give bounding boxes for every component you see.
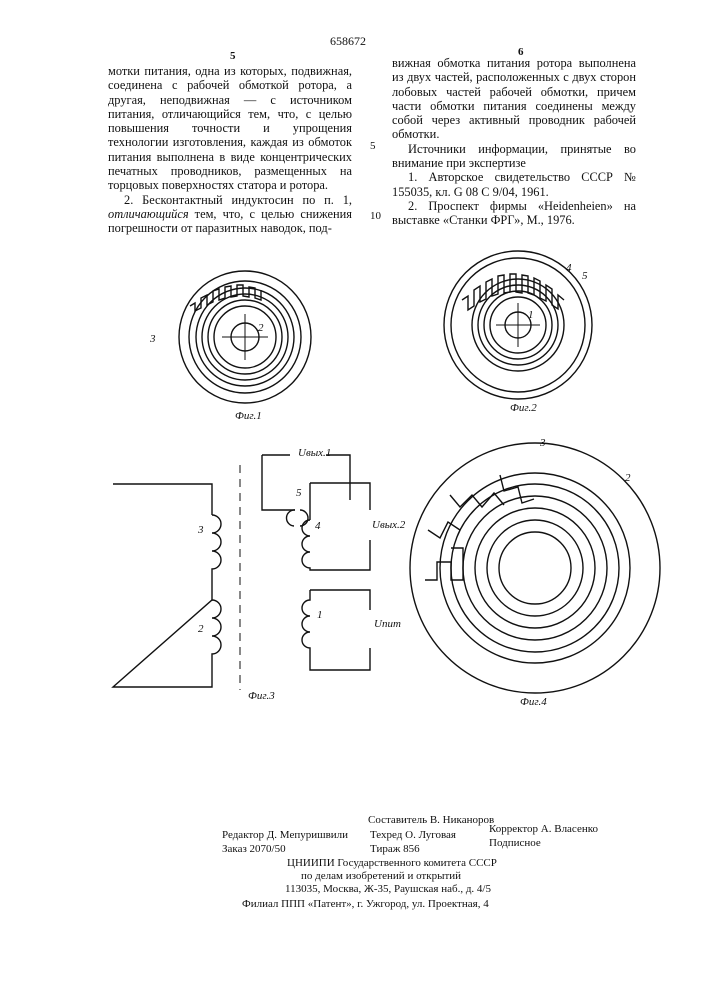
imprint-branch: Филиал ППП «Патент», г. Ужгород, ул. Про…	[242, 898, 489, 911]
imprint-address: 113035, Москва, Ж-35, Раушская наб., д. …	[285, 883, 491, 896]
imprint-order: Заказ 2070/50	[222, 843, 286, 856]
figure-4-rings	[410, 443, 660, 693]
imprint-compiler: Составитель В. Никаноров	[368, 814, 494, 827]
imprint-editor: Редактор Д. Мепуришвили	[222, 829, 348, 842]
imprint-org1: ЦНИИПИ Государственного комитета СССР	[287, 857, 497, 870]
imprint-circulation: Тираж 856	[370, 843, 420, 856]
imprint-subscription: Подписное	[489, 837, 541, 850]
imprint-techred: Техред О. Луговая	[370, 829, 456, 842]
figure-4-label-3: 3	[540, 437, 546, 449]
imprint-corrector: Корректор А. Власенко	[489, 823, 598, 836]
imprint-org2: по делам изобретений и открытий	[301, 870, 461, 883]
figure-4-label-2: 2	[625, 472, 631, 484]
figure-4-caption: Фиг.4	[520, 696, 547, 708]
